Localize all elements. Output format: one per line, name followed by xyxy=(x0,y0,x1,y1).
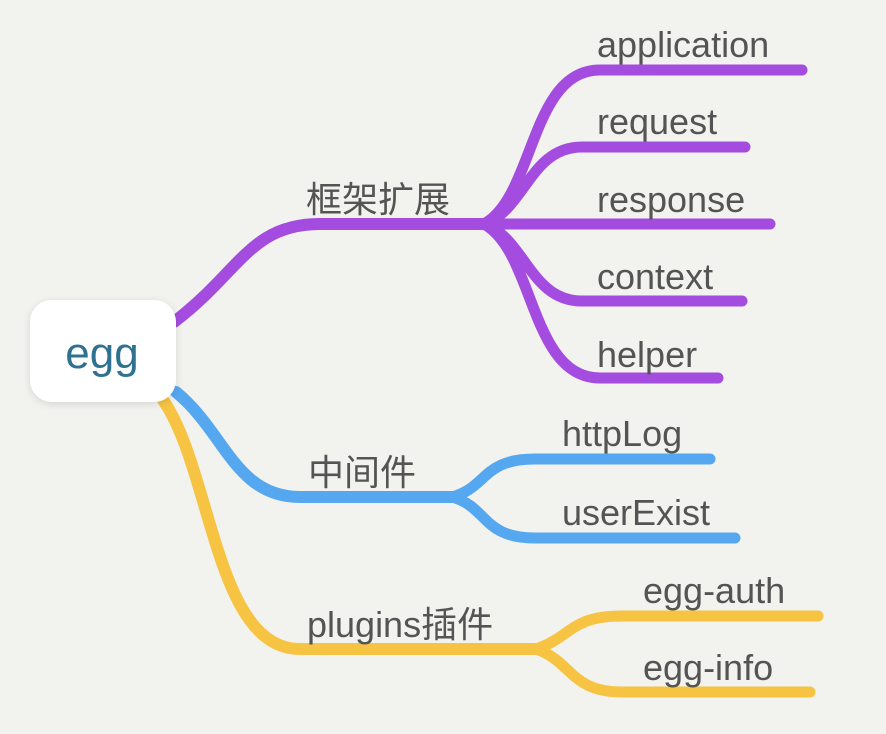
node-label-framework-extension[interactable]: 框架扩展 xyxy=(306,179,450,220)
node-label-userexist[interactable]: userExist xyxy=(562,492,710,533)
node-label-plugins[interactable]: plugins插件 xyxy=(307,604,493,645)
branch-framework-leaf-line-helper xyxy=(478,218,724,384)
branch-middleware: 中间件 httpLog userExist xyxy=(170,386,741,544)
node-label-egg-auth[interactable]: egg-auth xyxy=(643,570,785,611)
node-label-context[interactable]: context xyxy=(597,256,713,297)
branch-plugins-trunk-line xyxy=(157,394,546,655)
node-label-httplog[interactable]: httpLog xyxy=(562,413,682,454)
node-label-request[interactable]: request xyxy=(597,101,717,142)
branch-middleware-trunk-line xyxy=(170,386,462,503)
root-node-box[interactable] xyxy=(30,300,176,402)
root-node[interactable]: egg xyxy=(30,300,176,402)
node-label-response[interactable]: response xyxy=(597,179,745,220)
node-label-application[interactable]: application xyxy=(597,24,769,65)
branch-middleware-leaf-line-userexist xyxy=(446,491,741,544)
node-label-middleware[interactable]: 中间件 xyxy=(308,452,416,493)
branch-framework-leaf-line-request xyxy=(478,141,751,230)
branch-plugins: plugins插件 egg-auth egg-info xyxy=(157,394,824,698)
branch-framework-trunk-line xyxy=(168,218,496,328)
branch-middleware-leaf-line-httplog xyxy=(446,453,716,503)
branch-plugins-leaf-line-egg-info xyxy=(530,643,816,698)
node-label-helper[interactable]: helper xyxy=(597,334,697,375)
branch-plugins-leaf-line-egg-auth xyxy=(530,610,824,655)
branch-framework: 框架扩展 application request response contex… xyxy=(168,24,808,384)
node-label-egg-info[interactable]: egg-info xyxy=(643,647,773,688)
root-node-label[interactable]: egg xyxy=(65,329,138,378)
